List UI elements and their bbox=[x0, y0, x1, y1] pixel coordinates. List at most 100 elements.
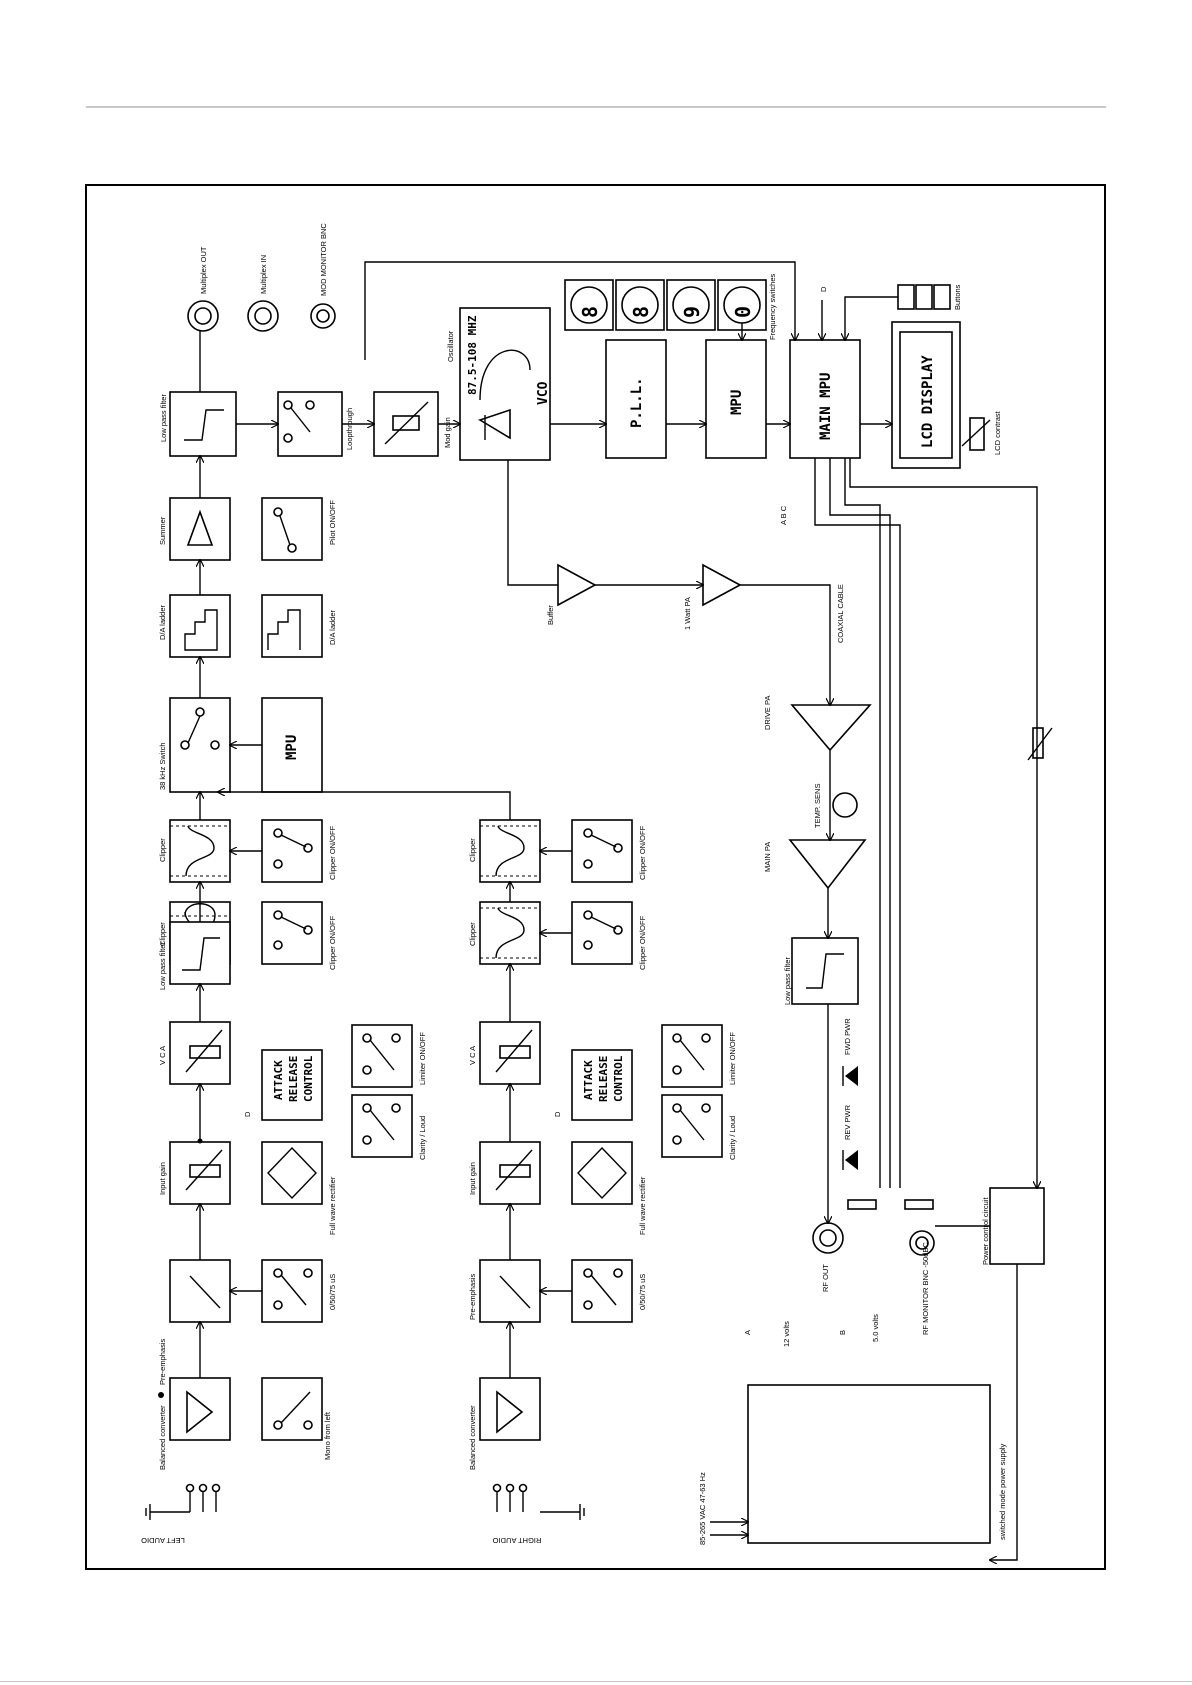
rev-pwr-label: REV PWR bbox=[843, 1104, 852, 1140]
d-left-label: D bbox=[243, 1111, 252, 1117]
clipper-right-lower-label: Clipper bbox=[468, 922, 477, 946]
rectifier-left-label: Full wave rectifier bbox=[328, 1176, 337, 1235]
digit-3: 9 bbox=[680, 306, 704, 318]
rf-out-label: RF OUT bbox=[821, 1264, 830, 1292]
balanced-converter-right bbox=[479, 1377, 541, 1441]
lcd-contrast-pot[interactable] bbox=[961, 417, 991, 451]
lcd-contrast-label: LCD contrast bbox=[993, 410, 1002, 455]
loopthrough-switch bbox=[277, 391, 343, 457]
clipper-upper-left-switch bbox=[261, 819, 323, 883]
lpf-left-label: Low pass filter bbox=[158, 942, 167, 990]
oscillator-vco bbox=[459, 307, 551, 461]
input-gain-right-label: Input gain bbox=[468, 1162, 477, 1195]
drive-pa-label: DRIVE PA bbox=[763, 696, 772, 730]
mono-switch-left bbox=[261, 1377, 323, 1441]
summer bbox=[169, 497, 231, 561]
arc-right-1: ATTACK bbox=[582, 1060, 595, 1100]
loopthrough-label: Loopthrough bbox=[345, 408, 354, 450]
lpf-left-final bbox=[169, 921, 231, 985]
main-pa bbox=[788, 839, 867, 890]
mod-gain bbox=[373, 391, 439, 457]
preemphasis-right bbox=[479, 1259, 541, 1323]
multiplex-in-connector[interactable] bbox=[247, 300, 279, 332]
coaxial-label: COAXIAL CABLE bbox=[836, 584, 845, 643]
one-watt-pa bbox=[702, 563, 742, 607]
clipper-right-upper bbox=[479, 819, 541, 883]
preemphasis-left-label: Pre-emphasis bbox=[158, 1338, 167, 1385]
balanced-converter-right-label: Balanced converter bbox=[468, 1405, 477, 1470]
preemphasis-switch-left-label: 0/50/75 uS bbox=[328, 1274, 337, 1310]
power-adjust-resistor bbox=[1032, 727, 1044, 759]
main-mpu bbox=[789, 339, 861, 459]
multiplex-out-connector[interactable] bbox=[187, 300, 219, 332]
bottom-rule bbox=[0, 1681, 1192, 1682]
main-pa-label: MAIN PA bbox=[763, 842, 772, 872]
preemphasis-right-label: Pre-emphasis bbox=[468, 1273, 477, 1320]
buffer-amp bbox=[557, 563, 597, 607]
da-ladder-upper-label: D/A ladder bbox=[158, 604, 167, 640]
main-mpu-label: MAIN MPU bbox=[818, 373, 834, 440]
arc-right-2: RELEASE bbox=[597, 1056, 610, 1102]
clarity-right-label: Clarity / Loud bbox=[728, 1116, 737, 1160]
limiter-left-label: Limiter ON/OFF bbox=[418, 1032, 427, 1085]
arc-left-2: RELEASE bbox=[287, 1056, 300, 1102]
rf-out-connector[interactable] bbox=[812, 1222, 844, 1254]
buttons[interactable] bbox=[897, 284, 951, 310]
mains-label: 85-265 VAC 47-63 Hz bbox=[698, 1472, 707, 1545]
one-watt-pa-label: 1 Watt PA bbox=[683, 597, 692, 630]
arc-left-1: ATTACK bbox=[272, 1060, 285, 1100]
b-label: B bbox=[838, 1330, 847, 1335]
digit-2: 8 bbox=[629, 306, 653, 318]
d-main-label: D bbox=[819, 286, 828, 292]
pilot-label: Pilot ON/OFF bbox=[328, 500, 337, 545]
buttons-label: Buttons bbox=[953, 284, 962, 310]
d-right-label: D bbox=[553, 1111, 562, 1117]
summer-label: Summer bbox=[158, 516, 167, 545]
da-ladder-lower bbox=[261, 594, 323, 658]
mpu-freq bbox=[705, 339, 767, 459]
left-audio-input bbox=[145, 1483, 221, 1520]
clipper-right-lower bbox=[479, 901, 541, 965]
clipper-lower-left-switch bbox=[261, 901, 323, 965]
rectifier-left bbox=[261, 1141, 323, 1205]
arc-left-3: CONTROL bbox=[302, 1055, 315, 1102]
frequency-switches-label: Frequency switches bbox=[768, 273, 777, 340]
frequency-switches[interactable] bbox=[564, 279, 767, 331]
rectifier-right-label: Full wave rectifier bbox=[638, 1176, 647, 1235]
attack-release-right bbox=[571, 1049, 633, 1121]
clipper-lower-left-switch-label: Clipper ON/OFF bbox=[328, 915, 337, 970]
twelve-volts-label: 12 volts bbox=[782, 1321, 791, 1347]
diagram-frame bbox=[85, 184, 1106, 1570]
mod-monitor-connector[interactable] bbox=[310, 303, 336, 329]
drive-pa bbox=[790, 704, 872, 752]
rectifier-right bbox=[571, 1141, 633, 1205]
abc-label: A B C bbox=[779, 505, 788, 525]
clipper-right-upper-label: Clipper bbox=[468, 838, 477, 862]
mod-gain-label: Mod gain bbox=[443, 417, 452, 448]
rev-diode bbox=[845, 1150, 858, 1170]
pilot-switch bbox=[261, 497, 323, 561]
rf-monitor-label: RF MONITOR BNC -50dBC bbox=[921, 1242, 930, 1335]
switch-38khz-label: 38 kHz Switch bbox=[158, 742, 167, 790]
mpu-stereo-label: MPU bbox=[284, 735, 300, 760]
lpf-rf-label: Low pass filter bbox=[783, 957, 792, 1005]
fwd-diode bbox=[845, 1066, 858, 1086]
vco-label: VCO bbox=[536, 381, 551, 405]
lpf-top-label: Low pass filter bbox=[159, 394, 168, 442]
mpu-freq-label: MPU bbox=[729, 390, 745, 415]
temp-sensor bbox=[832, 792, 858, 818]
switch-38khz bbox=[169, 697, 231, 793]
temp-sens-label: TEMP. SENS bbox=[813, 784, 822, 828]
clipper-right-lower-switch bbox=[571, 901, 633, 965]
clipper-left-lower-label: Clipper bbox=[158, 922, 167, 946]
limiter-right-label: Limiter ON/OFF bbox=[728, 1032, 737, 1085]
rf-monitor-connector[interactable] bbox=[909, 1230, 935, 1256]
clipper-upper-left-switch-label: Clipper ON/OFF bbox=[328, 825, 337, 880]
mono-from-left-label: Mono from left bbox=[323, 1411, 332, 1460]
digit-4: 0 bbox=[731, 306, 755, 318]
multiplex-out-label: Multiplex OUT bbox=[199, 246, 208, 294]
lcd-display-label: LCD DISPLAY bbox=[920, 355, 936, 448]
